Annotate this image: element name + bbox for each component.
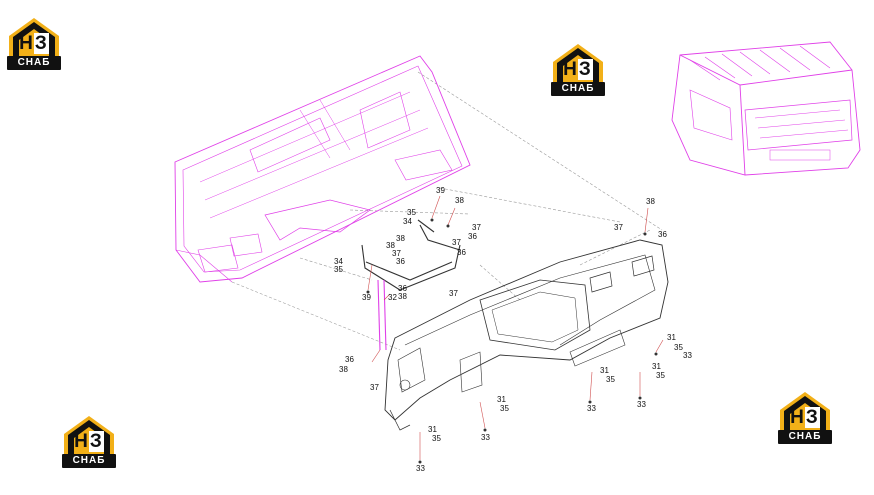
callout-34: 34	[334, 257, 343, 266]
callout-31: 31	[428, 425, 437, 434]
brand-logo: НЗ СНАБ	[778, 392, 832, 446]
callout-36: 36	[658, 230, 667, 239]
callout-36: 36	[396, 257, 405, 266]
callout-39: 39	[362, 293, 371, 302]
logo-letter-h: Н	[19, 33, 34, 54]
callout-31: 31	[667, 333, 676, 342]
callout-33: 33	[683, 351, 692, 360]
logo-letter-h: Н	[563, 59, 578, 80]
callout-33: 33	[637, 400, 646, 409]
callout-37: 37	[392, 249, 401, 258]
callout-leaders	[367, 195, 664, 460]
callout-32: 32	[388, 293, 397, 302]
callout-35: 35	[606, 375, 615, 384]
logo-caption: СНАБ	[62, 454, 116, 468]
callout-34: 34	[403, 217, 412, 226]
callout-35: 35	[334, 265, 343, 274]
fasteners	[366, 218, 658, 464]
logo-letter-3: З	[804, 407, 820, 428]
cab-illustration	[671, 41, 861, 176]
rear-wall-panel	[174, 55, 471, 283]
callout-35: 35	[500, 404, 509, 413]
callout-39: 39	[436, 186, 445, 195]
callout-33: 33	[416, 464, 425, 473]
callout-labels: 39 35 34 38 37 36 38 37 36 38 37 36 34 3…	[334, 186, 692, 473]
logo-letter-h: Н	[74, 431, 89, 452]
callout-38: 38	[398, 292, 407, 301]
callout-31: 31	[600, 366, 609, 375]
callout-35: 35	[656, 371, 665, 380]
callout-35: 35	[432, 434, 441, 443]
logo-letter-3: З	[88, 431, 104, 452]
callout-37: 37	[370, 383, 379, 392]
logo-caption: СНАБ	[551, 82, 605, 96]
dashboard-body	[384, 239, 669, 431]
callout-38: 38	[339, 365, 348, 374]
brand-logo: НЗ СНАБ	[7, 18, 61, 72]
projection-lines	[231, 71, 663, 351]
callout-31: 31	[652, 362, 661, 371]
callout-37: 37	[452, 238, 461, 247]
logo-caption: СНАБ	[7, 56, 61, 70]
callout-35: 35	[407, 208, 416, 217]
logo-letter-3: З	[577, 59, 593, 80]
callout-38: 38	[455, 196, 464, 205]
callout-36: 36	[345, 355, 354, 364]
logo-caption: СНАБ	[778, 430, 832, 444]
callout-36: 36	[468, 232, 477, 241]
callout-31: 31	[497, 395, 506, 404]
callout-37: 37	[449, 289, 458, 298]
callout-38: 38	[386, 241, 395, 250]
callout-35: 35	[674, 343, 683, 352]
brand-logo: НЗ СНАБ	[62, 416, 116, 470]
callout-33: 33	[587, 404, 596, 413]
logo-letter-h: Н	[790, 407, 805, 428]
callout-37: 37	[614, 223, 623, 232]
callout-33: 33	[481, 433, 490, 442]
callout-38: 38	[646, 197, 655, 206]
logo-letter-3: З	[33, 33, 49, 54]
callout-38: 38	[396, 234, 405, 243]
callout-36: 36	[457, 248, 466, 257]
callout-36: 36	[398, 284, 407, 293]
callout-37: 37	[472, 223, 481, 232]
support-bracket	[361, 219, 461, 351]
brand-logo: НЗ СНАБ	[551, 44, 605, 98]
